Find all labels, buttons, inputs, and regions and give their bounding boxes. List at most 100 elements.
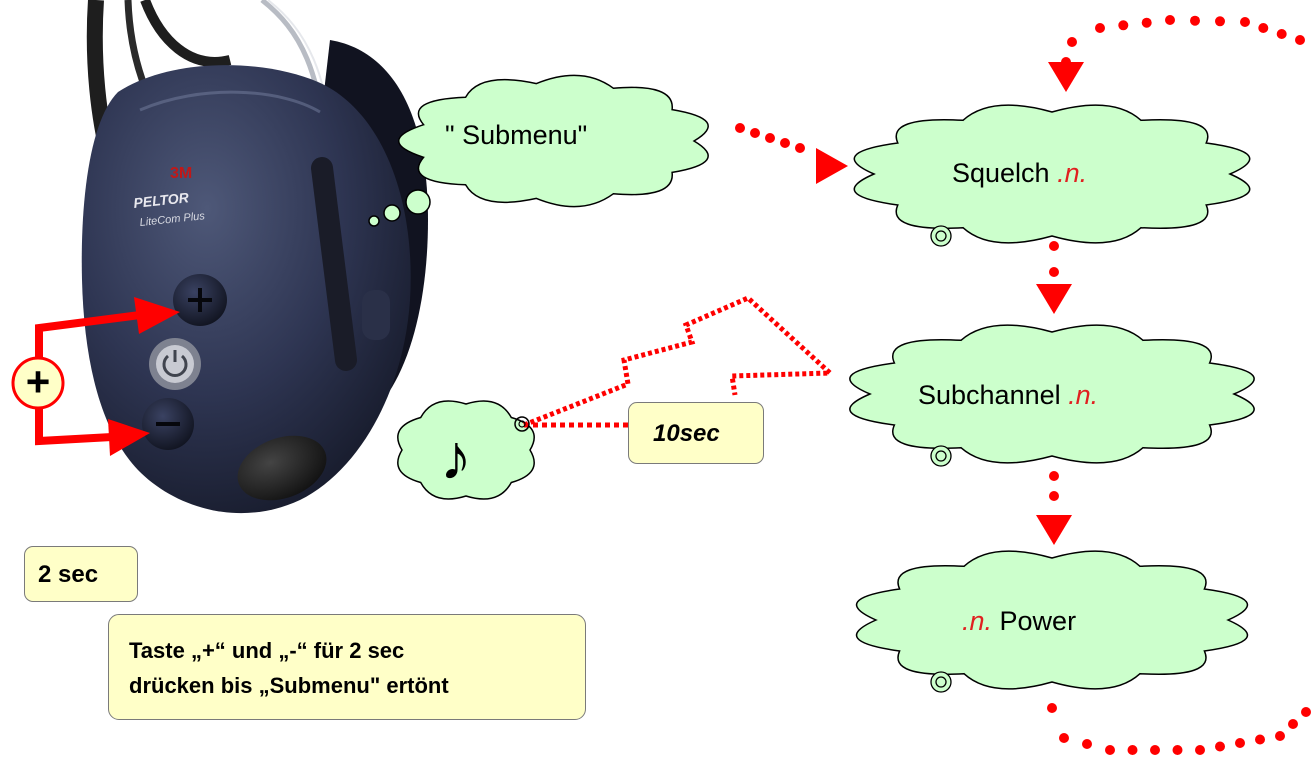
loop-top-dots <box>1061 15 1305 67</box>
cloud-bubble <box>930 225 952 247</box>
connector-dot <box>1172 745 1183 755</box>
connector-dot <box>1276 29 1287 39</box>
submenu-to-squelch-arrowhead <box>816 148 848 184</box>
thought-bubble <box>383 204 401 222</box>
cloud-layer <box>368 74 1255 693</box>
connector-dot <box>1059 733 1069 743</box>
power-button-face <box>156 345 194 383</box>
menu-item-name: Squelch <box>952 158 1058 188</box>
connector-dot <box>1195 745 1205 755</box>
timeout-zigzag <box>523 295 837 428</box>
subchannel-to-power-arrowhead <box>1036 515 1072 545</box>
menu-item-suffix: .n. <box>1057 158 1088 188</box>
hold-duration-label: 2 sec <box>38 561 99 588</box>
arrowhead-plus <box>134 297 180 334</box>
connector-dot <box>1295 35 1305 45</box>
brand-logo: 3M <box>170 165 192 182</box>
submenu-cloud <box>398 74 709 208</box>
bubble-tiny <box>518 420 526 428</box>
submenu-to-squelch-dots <box>735 123 805 153</box>
menu-item-suffix: .n. <box>1068 380 1099 410</box>
connector-dot <box>1215 741 1225 752</box>
squelch-to-subchannel-arrowhead <box>1036 284 1072 314</box>
music-cloud <box>397 400 535 500</box>
arrow-to-plus-button <box>35 311 141 362</box>
menu-cloud-1 <box>849 324 1255 464</box>
connector-dot <box>1105 745 1115 755</box>
connector-dot <box>1301 707 1311 717</box>
plus-symbol-circle <box>11 356 65 410</box>
connector-dot <box>765 133 775 143</box>
loop-top-arrowhead <box>1048 62 1084 92</box>
antenna-arm <box>311 157 357 371</box>
timeout-box: 10sec <box>628 402 764 464</box>
connector-dot <box>1150 745 1160 755</box>
menu-item-name: Power <box>992 606 1077 636</box>
side-knob <box>362 290 390 340</box>
microphone-foam <box>237 435 327 501</box>
connector-dot <box>1255 734 1265 745</box>
connector-dot <box>735 123 745 133</box>
headset-image: 3M PELTOR LiteCom Plus <box>81 0 428 514</box>
loop-bottom-dots <box>1047 703 1311 755</box>
timeout-label: 10sec <box>653 420 720 447</box>
cloud-bubble <box>935 230 947 242</box>
submenu-cloud-label: " Submenu" <box>445 120 588 150</box>
menu-item-subchannel: Subchannel .n. <box>918 380 1098 411</box>
arrowhead-minus <box>108 419 150 456</box>
connector-dot <box>1127 745 1138 755</box>
connector-dot <box>1049 241 1059 251</box>
cloud-bubble <box>930 445 952 467</box>
connector-dot <box>1047 703 1057 713</box>
connector-dot <box>1165 15 1175 25</box>
squelch-to-subchannel-dots <box>1049 241 1059 277</box>
connector-dot <box>1049 471 1059 481</box>
bubble-small <box>514 416 530 432</box>
menu-cloud-0 <box>853 104 1251 244</box>
thought-bubble <box>368 215 380 227</box>
hold-duration-box: 2 sec <box>24 546 138 602</box>
instruction-box: Taste „+“ und „-“ für 2 sec drücken bis … <box>108 614 586 720</box>
connector-dot <box>1118 20 1129 31</box>
cloud-bubble <box>935 676 947 688</box>
connector-dot <box>1049 491 1059 501</box>
menu-cloud-2 <box>855 550 1249 690</box>
menu-item-squelch: Squelch .n. <box>952 158 1087 189</box>
connector-dot <box>1258 23 1269 33</box>
connector-dot <box>1067 37 1077 47</box>
plus-button-cross <box>188 288 212 312</box>
headband-wire <box>140 0 232 67</box>
dotted-connectors <box>735 15 1311 755</box>
subchannel-to-power-dots <box>1049 471 1059 501</box>
connector-dot <box>750 128 760 138</box>
arrow-to-minus-button <box>35 404 113 446</box>
instruction-line-1: Taste „+“ und „-“ für 2 sec <box>129 638 405 663</box>
connector-dot <box>1215 16 1225 27</box>
connector-dot <box>1095 23 1105 33</box>
connector-dot <box>1190 15 1200 26</box>
connector-dot <box>780 138 790 148</box>
connector-dot <box>1240 17 1250 27</box>
thought-bubble <box>405 189 431 215</box>
music-note-icon: ♪ <box>440 421 472 493</box>
connector-dot <box>1049 267 1059 277</box>
connector-dot <box>1235 738 1245 748</box>
connector-dot <box>1082 739 1092 749</box>
product-name: PELTOR <box>133 189 191 211</box>
cloud-bubble <box>930 671 952 693</box>
ear-cup <box>81 65 411 514</box>
cup-highlight <box>139 90 321 114</box>
menu-item-name: Subchannel <box>918 380 1069 410</box>
press-arrows <box>35 297 180 456</box>
power-icon <box>162 354 188 377</box>
menu-item-power: .n. Power <box>962 606 1076 637</box>
connector-dot <box>1288 719 1298 729</box>
instruction-line-2: drücken bis „Submenu" ertönt <box>129 673 449 698</box>
cloud-bubble <box>935 450 947 462</box>
connector-dot <box>795 143 805 153</box>
menu-item-prefix: .n. <box>962 606 993 636</box>
connector-dot <box>1141 17 1152 28</box>
plus-symbol: + <box>25 358 51 405</box>
